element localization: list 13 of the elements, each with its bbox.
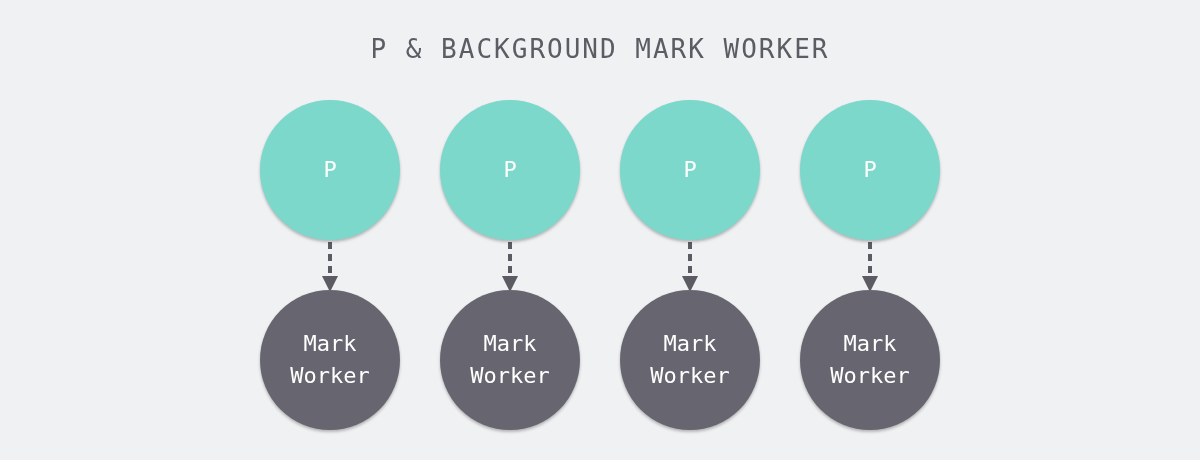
dashed-arrow	[682, 242, 698, 292]
node-label: Mark Worker	[289, 330, 371, 390]
dashed-arrow	[502, 242, 518, 292]
node-label: P	[682, 156, 698, 184]
node-label: Mark Worker	[469, 330, 551, 390]
title: P & BACKGROUND MARK WORKER	[370, 33, 830, 66]
node-label: P	[862, 156, 878, 184]
node-label: P	[322, 156, 338, 184]
node-label: Mark Worker	[829, 330, 911, 390]
dashed-arrow	[862, 242, 878, 292]
node-label: Mark Worker	[649, 330, 731, 390]
dashed-arrow	[322, 242, 338, 292]
node-label: P	[502, 156, 518, 184]
